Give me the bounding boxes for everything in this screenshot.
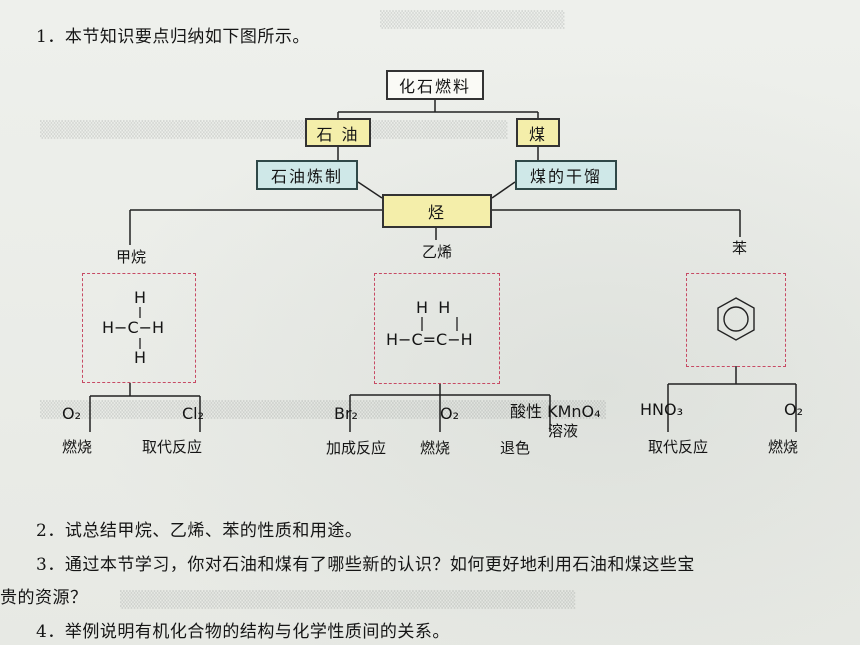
ethylene-reaction-decolorize: 退色 <box>500 439 531 457</box>
box-hydrocarbon-label: 烃 <box>427 203 446 222</box>
background-bleed: ▒▒▒▒▒▒▒▒▒▒▒▒▒▒▒▒▒▒▒▒▒▒▒▒▒▒▒▒▒▒▒▒▒▒▒▒▒▒ <box>40 120 508 139</box>
box-petroleum-label: 石 油 <box>316 124 360 144</box>
benzene-reaction-substitution: 取代反应 <box>648 438 709 456</box>
methane-structure-frame <box>82 273 196 383</box>
benzene-structure-frame <box>686 273 786 367</box>
methane-reagent-o2: O₂ <box>62 404 82 423</box>
benzene-label: 苯 <box>732 239 748 257</box>
box-coal-label: 煤 <box>528 124 547 144</box>
ethylene-label: 乙烯 <box>422 243 453 261</box>
background-bleed: ▒▒▒▒▒▒▒▒▒▒▒▒▒▒▒▒▒▒▒▒▒▒▒▒▒▒▒▒▒▒▒▒▒▒▒▒▒▒▒▒… <box>40 400 607 419</box>
ethylene-reagent-br2: Br₂ <box>334 404 358 423</box>
ethylene-reaction-addition: 加成反应 <box>326 439 387 457</box>
box-refining: 石油炼制 <box>256 160 358 190</box>
box-fossil-fuel: 化石燃料 <box>386 70 484 100</box>
question-1: 1．本节知识要点归纳如下图所示。 <box>36 27 310 47</box>
ethylene-h-top: H H <box>416 298 451 317</box>
ethylene-reagent-o2: O₂ <box>440 404 460 423</box>
question-4: 4．举例说明有机化合物的结构与化学性质间的关系。 <box>36 622 450 642</box>
methane-label: 甲烷 <box>116 248 147 266</box>
methane-reaction-combustion: 燃烧 <box>62 438 93 456</box>
ethylene-structure-frame <box>374 273 500 384</box>
box-petroleum: 石 油 <box>305 118 371 147</box>
methane-h-top: H <box>134 288 147 307</box>
box-coal-distillation-label: 煤的干馏 <box>529 167 602 186</box>
methane-reagent-cl2: Cl₂ <box>182 404 205 423</box>
methane-reaction-substitution: 取代反应 <box>142 438 203 456</box>
benzene-reaction-combustion: 燃烧 <box>768 438 799 456</box>
background-bleed: ▒▒▒▒▒▒▒▒▒▒▒▒▒▒▒▒▒▒▒▒▒▒▒▒▒▒▒▒▒▒▒▒▒▒▒▒▒ <box>120 590 576 609</box>
ethylene-reagent-solution: 溶液 <box>548 422 579 440</box>
question-2: 2．试总结甲烷、乙烯、苯的性质和用途。 <box>36 521 363 541</box>
methane-h-bottom: H <box>134 348 147 367</box>
box-refining-label: 石油炼制 <box>270 167 343 186</box>
question-3-line-2: 贵的资源？ <box>0 588 88 608</box>
methane-formula-row: H−C−H <box>102 318 165 337</box>
ethylene-reagent-kmno4: 酸性 KMnO₄ <box>510 402 601 421</box>
box-hydrocarbon: 烃 <box>382 194 492 228</box>
box-fossil-fuel-label: 化石燃料 <box>398 77 471 96</box>
ethylene-formula-row: H−C=C−H <box>386 330 473 349</box>
ethylene-reaction-combustion: 燃烧 <box>420 439 451 457</box>
benzene-reagent-o2: O₂ <box>784 400 804 419</box>
box-coal: 煤 <box>516 118 560 147</box>
background-bleed: ▒▒▒▒▒▒▒▒▒▒▒▒▒▒▒ <box>380 10 565 29</box>
benzene-reagent-hno3: HNO₃ <box>640 400 684 419</box>
question-3-line-1: 3．通过本节学习，你对石油和煤有了哪些新的认识？如何更好地利用石油和煤这些宝 <box>36 555 695 575</box>
box-coal-distillation: 煤的干馏 <box>515 160 617 190</box>
